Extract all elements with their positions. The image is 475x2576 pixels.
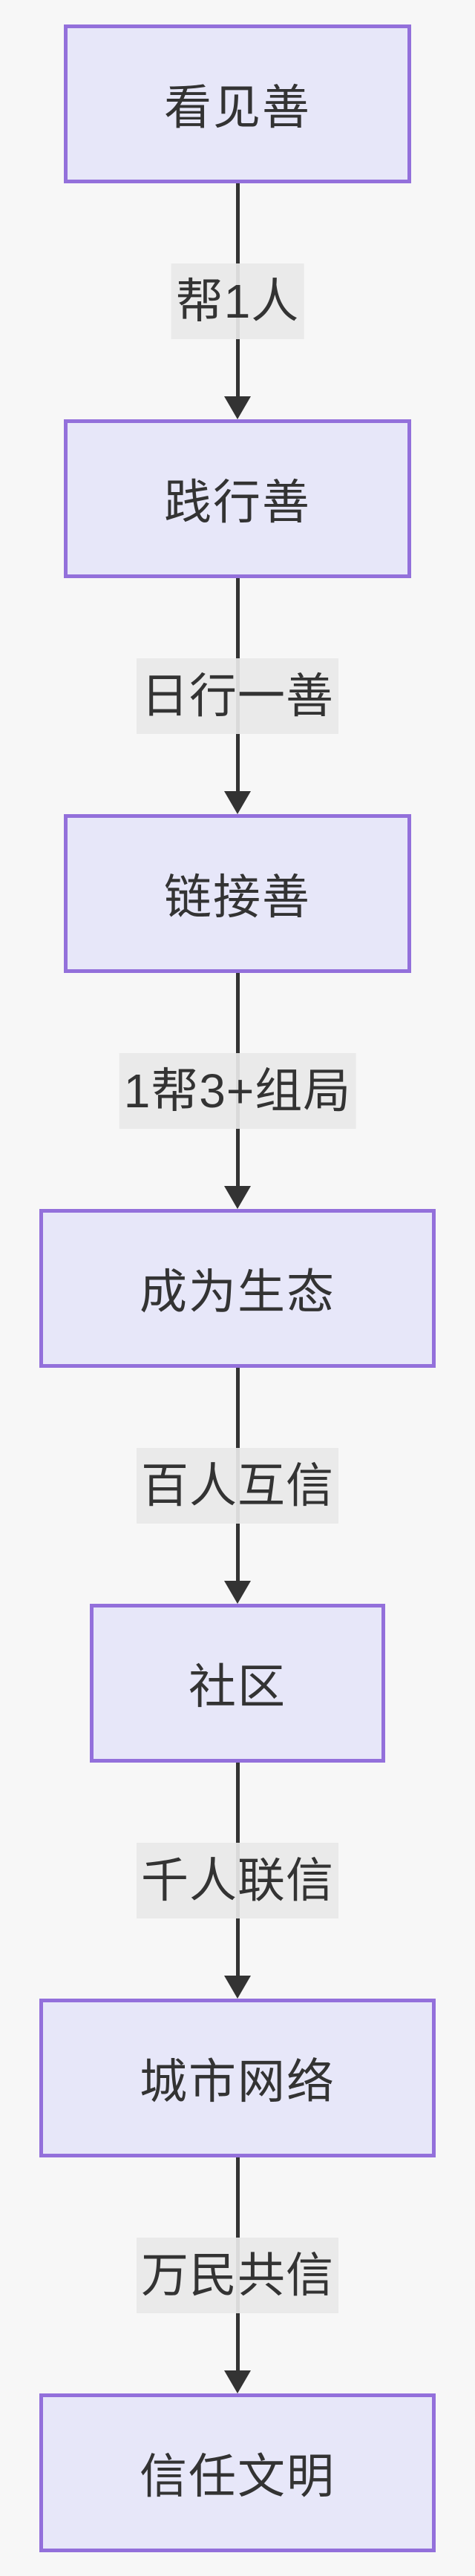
edge-3: 1帮3+组局	[0, 973, 475, 1209]
node-label: 链接善	[164, 871, 311, 924]
edge-2: 日行一善	[0, 578, 475, 814]
node-label: 成为生态	[140, 1265, 335, 1319]
flowchart-node-city-network: 城市网络	[39, 1999, 436, 2157]
arrowhead-down-icon	[224, 2370, 251, 2393]
edge-label: 日行一善	[137, 658, 338, 734]
edge-6: 万民共信	[0, 2157, 475, 2393]
edge-4: 百人互信	[0, 1368, 475, 1604]
node-label: 看见善	[164, 81, 311, 134]
flowchart-node-link-good: 链接善	[64, 814, 411, 973]
node-label: 践行善	[164, 476, 311, 529]
flowchart-node-community: 社区	[90, 1604, 385, 1763]
node-label: 信任文明	[140, 2450, 335, 2503]
edge-label: 万民共信	[137, 2238, 338, 2313]
arrowhead-down-icon	[224, 1976, 251, 1999]
node-label: 城市网络	[140, 2055, 335, 2108]
edge-1: 帮1人	[0, 183, 475, 419]
arrowhead-down-icon	[224, 1186, 251, 1209]
edge-label: 1帮3+组局	[119, 1053, 356, 1129]
edge-5: 千人联信	[0, 1763, 475, 1999]
flowchart-node-become-ecosystem: 成为生态	[39, 1209, 436, 1368]
flowchart-node-see-good: 看见善	[64, 24, 411, 183]
arrowhead-down-icon	[224, 396, 251, 419]
arrowhead-down-icon	[224, 791, 251, 814]
edge-label: 帮1人	[171, 263, 304, 339]
node-label: 社区	[189, 1660, 286, 1714]
edge-label: 百人互信	[137, 1448, 338, 1524]
flowchart-node-trust-civilization: 信任文明	[39, 2393, 436, 2552]
edge-label: 千人联信	[137, 1843, 338, 1918]
arrowhead-down-icon	[224, 1581, 251, 1604]
flowchart-node-practice-good: 践行善	[64, 419, 411, 578]
